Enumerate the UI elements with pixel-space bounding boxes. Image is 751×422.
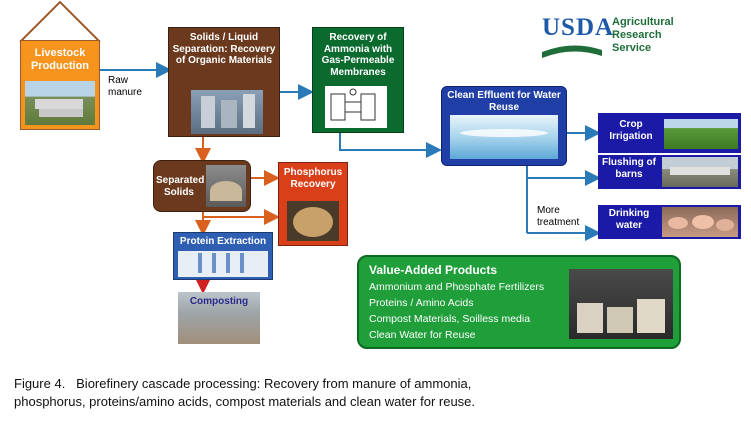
phosphorus-label: Phosphorus Recovery	[283, 167, 343, 190]
flushing-box: Flushing of barns	[598, 155, 741, 189]
separation-box: Solids / Liquid Separation: Recovery of …	[168, 27, 280, 137]
value-added-box: Value-Added Products Ammonium and Phosph…	[357, 255, 681, 349]
crop-irrigation-box: Crop Irrigation	[598, 113, 741, 153]
barn-photo	[662, 157, 738, 187]
composting-box: Composting	[178, 292, 260, 344]
raw-manure-label: Raw manure	[108, 75, 142, 98]
drinking-water-box: Drinking water	[598, 205, 741, 239]
protein-photo	[178, 251, 268, 277]
usda-agency-line2: Research	[612, 29, 662, 41]
separated-solids-label: Separated Solids	[156, 175, 205, 198]
value-added-item-1: Ammonium and Phosphate Fertilizers	[369, 281, 545, 293]
crop-irrigation-label: Crop Irrigation	[609, 119, 653, 142]
value-added-item-4: Clean Water for Reuse	[369, 329, 476, 341]
livestock-label: Livestock Production	[30, 47, 90, 72]
composting-label: Composting	[189, 296, 249, 307]
clean-effluent-label: Clean Effluent for Water Reuse	[447, 90, 561, 113]
separation-label: Solids / Liquid Separation: Recovery of …	[172, 32, 276, 66]
value-added-item-3: Compost Materials, Soilless media	[369, 313, 531, 325]
warehouse-photo	[569, 269, 673, 339]
livestock-box: Livestock Production	[20, 40, 100, 130]
protein-box: Protein Extraction	[173, 232, 273, 280]
ammonia-box: Recovery of Ammonia with Gas-Permeable M…	[312, 27, 404, 133]
ammonia-label: Recovery of Ammonia with Gas-Permeable M…	[321, 32, 395, 78]
usda-logo-text: USDA	[542, 14, 615, 41]
water-splash-photo	[450, 115, 558, 159]
more-treatment-label: More treatment	[537, 205, 580, 228]
pigs-photo	[662, 207, 738, 237]
figure-caption-line2: phosphorus, proteins/amino acids, compos…	[14, 394, 476, 409]
solids-photo	[206, 165, 246, 207]
figure-caption-line1: Figure 4. Biorefinery cascade processing…	[14, 376, 472, 391]
separation-photo	[191, 90, 263, 134]
arrow-ammonia-to-effluent	[339, 133, 442, 158]
clean-effluent-box: Clean Effluent for Water Reuse	[441, 86, 567, 166]
usda-logo: USDA Agricultural Research Service	[542, 14, 692, 60]
roof-outline	[19, 0, 101, 43]
value-added-item-2: Proteins / Amino Acids	[369, 297, 474, 309]
value-added-title: Value-Added Products	[369, 263, 498, 277]
usda-swoosh	[542, 45, 602, 58]
phosphorus-box: Phosphorus Recovery	[278, 162, 348, 246]
separated-solids-box: Separated Solids	[153, 160, 251, 212]
livestock-node: Livestock Production	[19, 0, 101, 130]
protein-label: Protein Extraction	[179, 236, 267, 247]
livestock-photo	[25, 81, 95, 125]
ammonia-diagram	[325, 86, 387, 128]
flushing-label: Flushing of barns	[602, 157, 656, 180]
phosphorus-photo	[287, 201, 339, 241]
crop-photo	[664, 119, 738, 149]
usda-agency-line3: Service	[612, 42, 652, 54]
usda-agency-line1: Agricultural	[612, 16, 674, 28]
drinking-water-label: Drinking water	[608, 208, 650, 231]
